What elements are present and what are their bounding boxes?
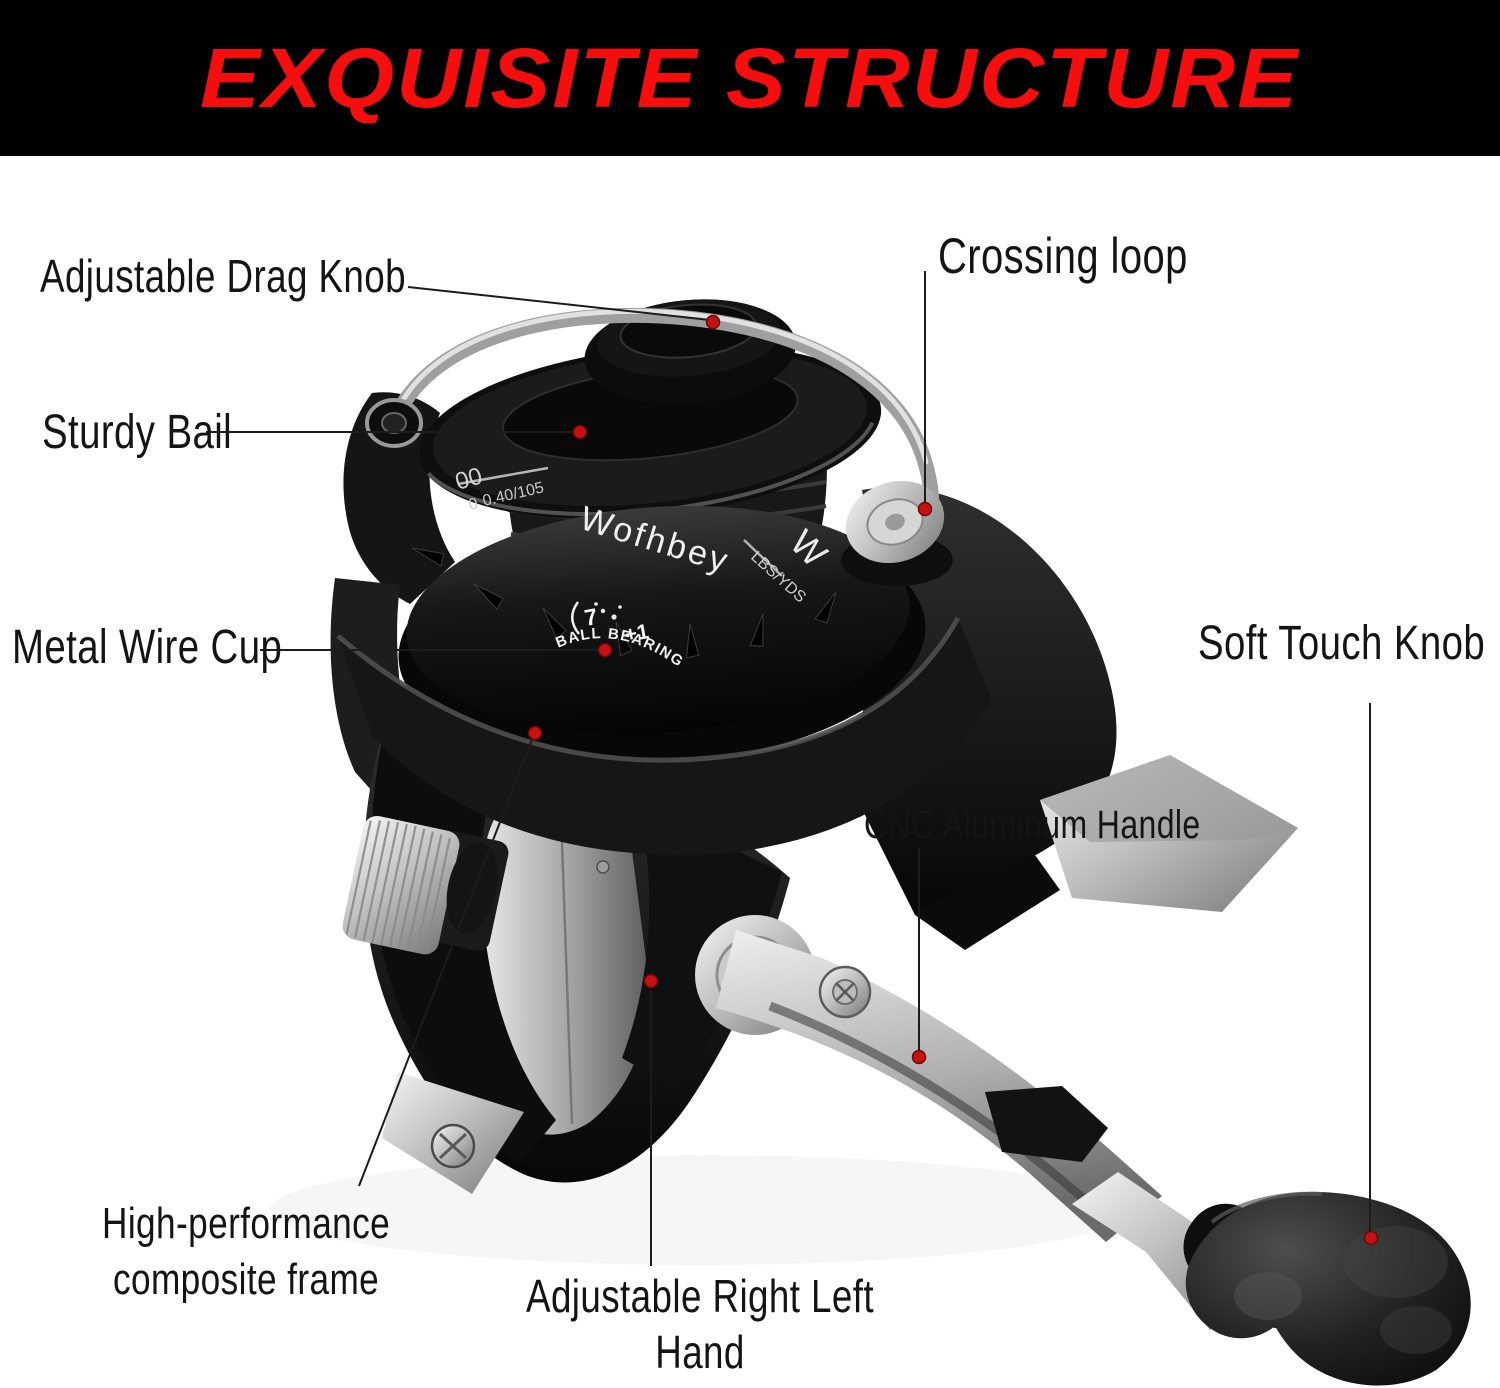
- callout-high-performance-composite-frame: High-performance composite frame: [56, 1196, 436, 1309]
- callout-label: Soft Touch Knob: [1198, 617, 1486, 670]
- callout-dots: [527, 314, 1379, 1246]
- callout-dot-composite-frame: [527, 725, 543, 741]
- spool-spec-prefix: 0: [467, 495, 480, 514]
- callout-label: Adjustable Drag Knob: [40, 250, 407, 302]
- callout-label: Adjustable Right Left Hand Retrieve & Fo…: [480, 1270, 919, 1388]
- line-roller: [841, 480, 953, 586]
- spool-flange: [419, 345, 882, 519]
- callout-adjustable-retrieve-rocker-arm: Adjustable Right Left Hand Retrieve & Fo…: [420, 1268, 980, 1388]
- bearings-count-text: 7: [582, 603, 599, 631]
- anti-reverse-knob: [342, 816, 509, 955]
- bail-wire: [365, 307, 940, 550]
- page-title: EXQUISITE STRUCTURE: [200, 30, 1300, 125]
- callout-label: Sturdy Bail: [42, 406, 233, 459]
- header-banner: EXQUISITE STRUCTURE: [0, 0, 1500, 156]
- callout-sturdy-bail: Sturdy Bail: [42, 405, 280, 460]
- callout-dot-rocker-arm: [643, 973, 659, 989]
- bearings-plus-text: +1: [623, 620, 651, 647]
- callout-label: Metal Wire Cup: [12, 621, 283, 674]
- callout-dot-crossing-loop: [917, 501, 933, 517]
- callout-soft-touch-knob: Soft Touch Knob: [1198, 616, 1500, 671]
- leader-lines: [206, 271, 1371, 1266]
- soft-touch-knob-shape: [1185, 1191, 1471, 1386]
- leader-line-composite-frame: [358, 736, 534, 1187]
- callout-dot-sturdy-bail: [572, 424, 588, 440]
- spool: Wofhbey 00 0 0.40/105 LBS/YDS W: [398, 299, 926, 766]
- callout-dot-cnc-handle: [911, 1049, 927, 1065]
- leader-line-drag-knob: [407, 286, 711, 321]
- callout-dot-drag-knob: [705, 314, 721, 330]
- callout-label: High-performance composite frame: [101, 1199, 391, 1305]
- callout-label: CNC Aluminum Handle: [864, 803, 1201, 847]
- callout-metal-wire-cup: Metal Wire Cup: [12, 620, 350, 675]
- callout-cnc-aluminum-handle: CNC Aluminum Handle: [864, 802, 1285, 848]
- callout-adjustable-drag-knob: Adjustable Drag Knob: [40, 250, 498, 303]
- callout-dot-metal-wire-cup: [597, 642, 613, 658]
- callout-label: Crossing loop: [938, 228, 1188, 284]
- callout-crossing-loop: Crossing loop: [938, 228, 1250, 286]
- callout-dot-soft-touch-knob: [1363, 1230, 1379, 1246]
